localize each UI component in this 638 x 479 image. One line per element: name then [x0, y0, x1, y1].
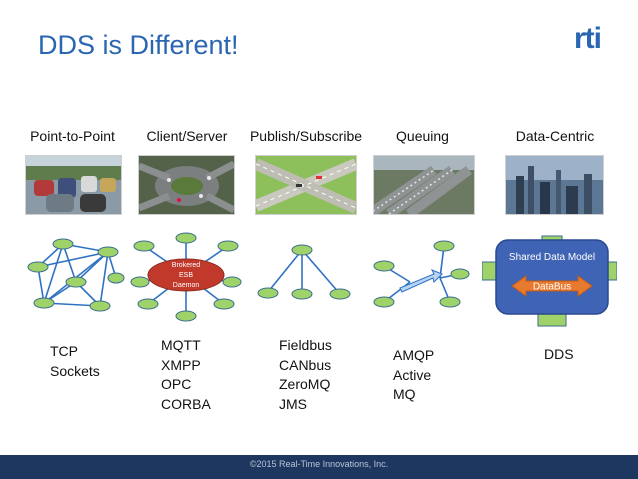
publish-subscribe-diagram	[257, 244, 351, 300]
protocol-item: AMQP	[393, 347, 435, 363]
broker-node	[147, 258, 225, 292]
column-label-client-server: Client/Server	[146, 128, 228, 144]
broker-label-line-1: Brokered	[172, 262, 201, 269]
traffic-jam-photo	[25, 155, 122, 215]
protocol-item: Sockets	[50, 362, 100, 379]
protocols-queuing: AMQP Active MQ	[393, 346, 434, 405]
queuing-diagram	[373, 240, 470, 308]
broker-label-line-3: Daemon	[173, 282, 200, 289]
protocol-item: DDS	[544, 346, 574, 362]
protocol-item: OPC	[161, 376, 192, 392]
protocol-item: Fieldbus	[279, 337, 332, 353]
footer-bar	[0, 455, 638, 479]
column-label-point-to-point: Point-to-Point	[30, 128, 115, 144]
futuristic-city-photo	[505, 155, 604, 215]
protocol-item: XMPP	[161, 356, 201, 373]
protocol-item: MQTT	[161, 337, 201, 353]
shared-data-model-box	[495, 239, 609, 315]
broker-hub-diagram: Brokered ESB Daemon	[130, 232, 242, 322]
column-label-data-centric: Data-Centric	[515, 128, 595, 144]
freeway-queue-photo	[373, 155, 475, 215]
shared-data-model-diagram: Shared Data Model DataBus	[482, 235, 617, 327]
databus-label: DataBus	[533, 282, 571, 293]
protocols-publish-subscribe: Fieldbus CANbus ZeroMQ JMS	[279, 336, 332, 414]
copyright-text: ©2015 Real-Time Innovations, Inc.	[249, 459, 389, 469]
protocol-item: CORBA	[161, 395, 211, 412]
column-label-queuing: Queuing	[396, 128, 449, 144]
protocols-point-to-point: TCP Sockets	[50, 342, 100, 381]
roundabout-photo	[138, 155, 235, 215]
protocol-item: CANbus	[279, 356, 332, 373]
peer-mesh-diagram	[27, 238, 125, 312]
broker-label-line-2: ESB	[179, 272, 193, 279]
rti-logo: rti	[574, 22, 602, 55]
databus-arrow	[511, 275, 593, 297]
protocols-client-server: MQTT XMPP OPC CORBA	[161, 336, 211, 414]
highway-interchange-photo	[255, 155, 357, 215]
protocol-item: ZeroMQ	[279, 376, 331, 392]
protocol-item: JMS	[279, 395, 307, 412]
protocol-item: TCP	[50, 343, 78, 359]
protocol-item: MQ	[393, 386, 416, 402]
column-label-publish-subscribe: Publish/Subscribe	[249, 128, 363, 144]
protocol-item: Active	[393, 366, 432, 383]
shared-data-model-label: Shared Data Model	[509, 252, 595, 263]
slide-title: DDS is Different!	[38, 30, 239, 60]
protocols-data-centric: DDS	[544, 345, 574, 365]
